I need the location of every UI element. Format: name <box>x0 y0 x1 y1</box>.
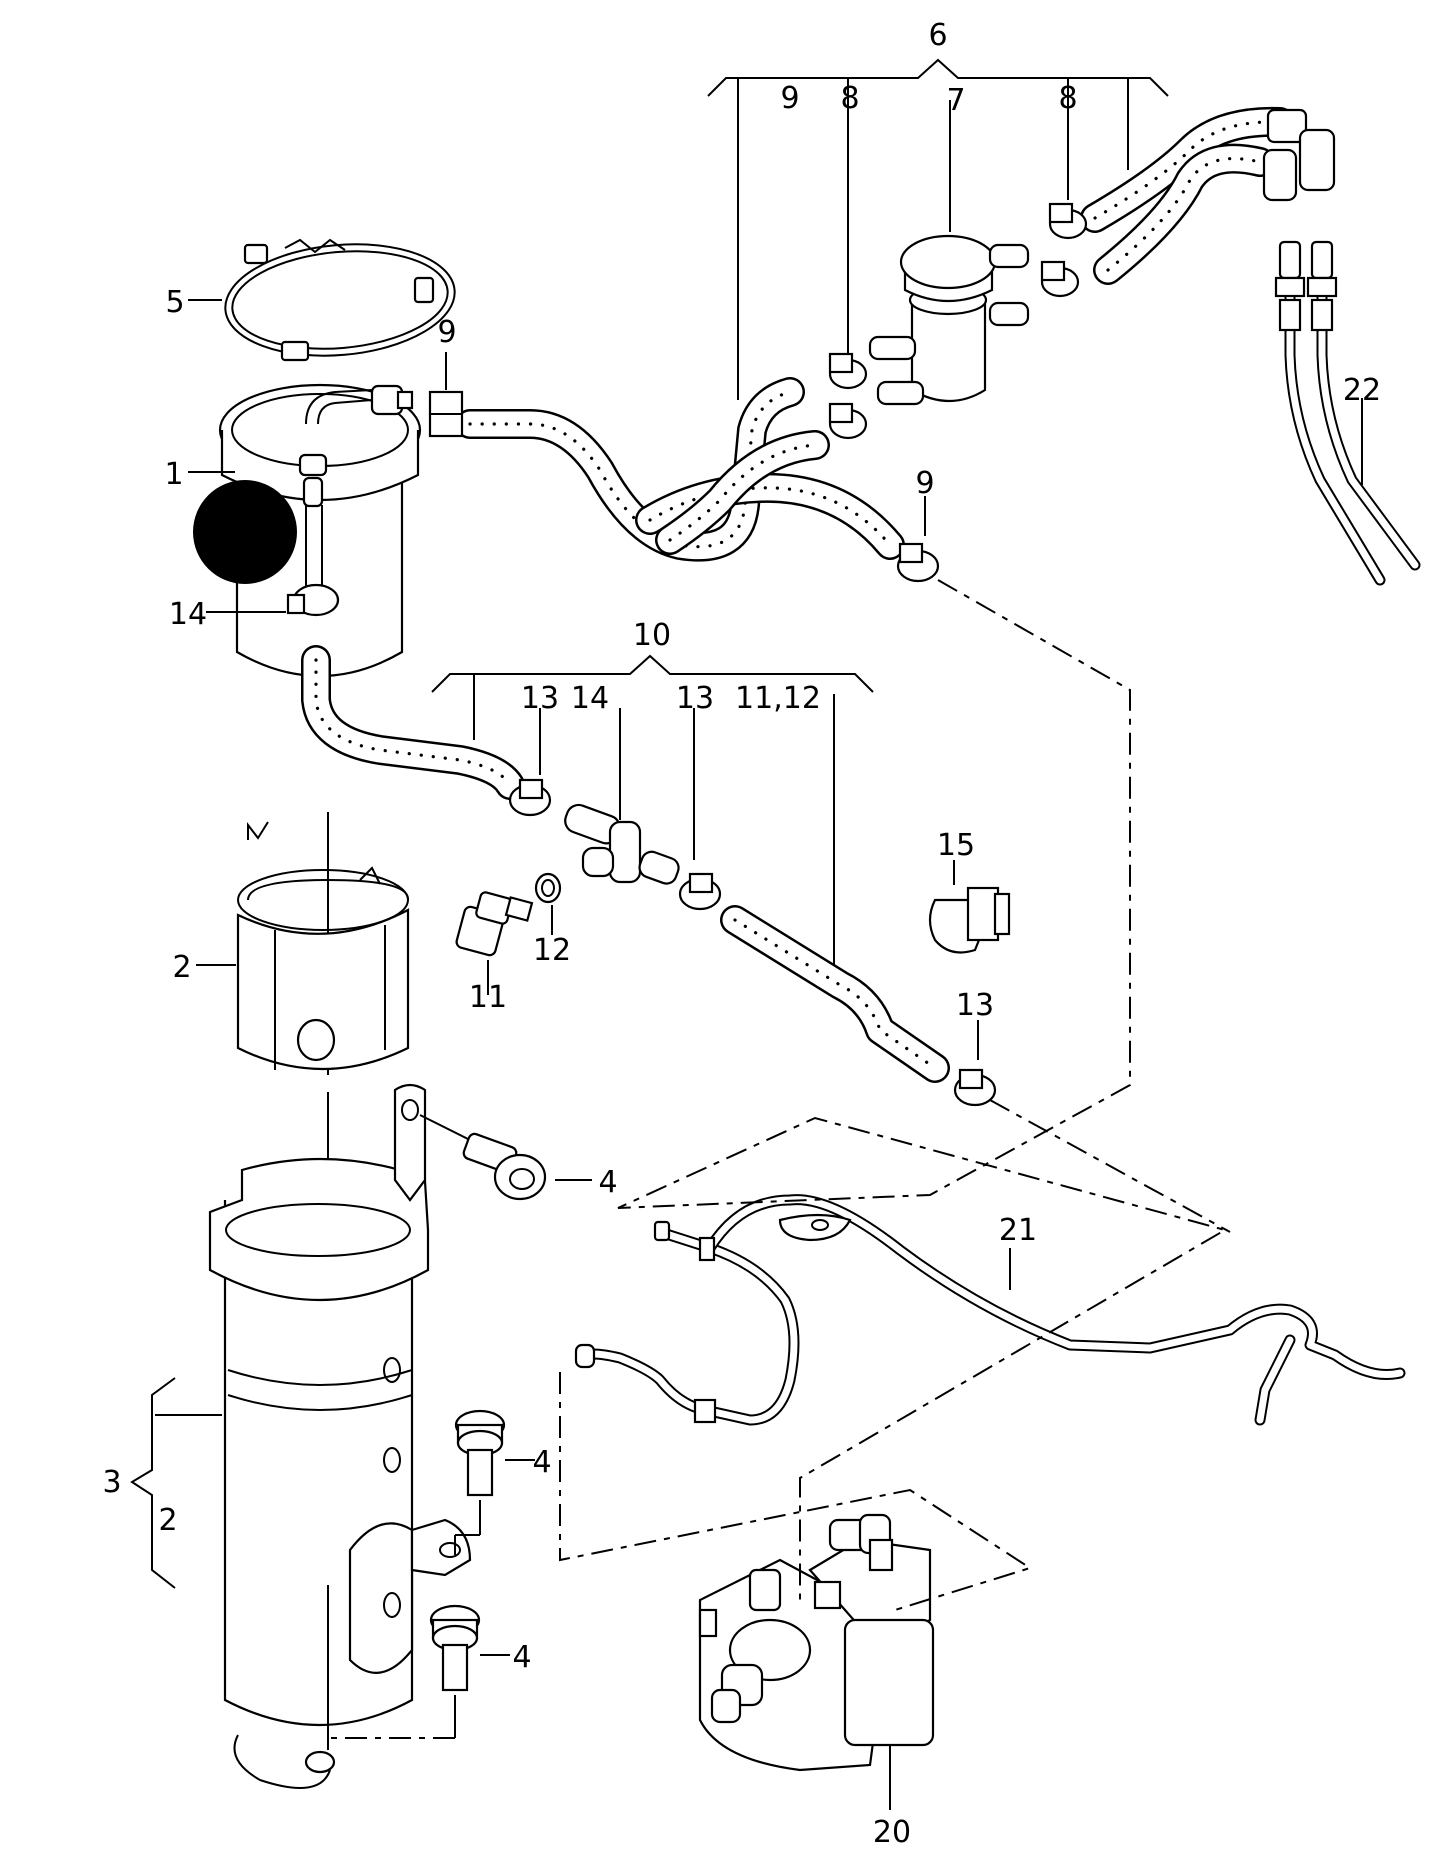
label-7: 7 <box>946 83 965 118</box>
clip-13-c <box>953 1020 997 1107</box>
label-9-right: 9 <box>915 466 934 501</box>
callout-labels: 6 9 8 7 8 5 9 22 1 9 14 10 13 14 13 11,1… <box>102 18 1381 1850</box>
clip-14 <box>206 583 340 617</box>
label-3: 3 <box>102 1465 121 1500</box>
upper-hoses <box>455 106 1336 562</box>
label-11-12-top: 11,12 <box>735 681 821 716</box>
label-11: 11 <box>469 980 507 1015</box>
label-4-bottom: 4 <box>512 1640 531 1675</box>
label-22: 22 <box>1343 373 1381 408</box>
clip-9-right <box>896 496 940 583</box>
label-5: 5 <box>165 285 184 320</box>
t-piece-14 <box>564 803 680 885</box>
group-bracket-6 <box>707 58 1169 400</box>
label-13-b: 13 <box>676 681 714 716</box>
part-15-holder <box>928 860 1011 954</box>
part-20-pump <box>698 1513 935 1810</box>
label-8-right: 8 <box>1058 81 1077 116</box>
label-12: 12 <box>533 933 571 968</box>
part-4-screw-b <box>454 1409 535 1555</box>
label-6: 6 <box>928 18 947 53</box>
lower-hoses <box>301 645 950 1083</box>
label-20: 20 <box>873 1815 911 1850</box>
part-1-fuel-filter <box>188 383 422 678</box>
label-14-left: 14 <box>169 597 207 632</box>
label-2-bottom: 2 <box>158 1503 177 1538</box>
group-bracket-10 <box>431 654 874 990</box>
label-2-top: 2 <box>172 950 191 985</box>
clip-13-b <box>678 872 722 911</box>
part-21-fuel-lines <box>574 1194 1406 1426</box>
label-4-mid: 4 <box>532 1445 551 1480</box>
label-21: 21 <box>999 1213 1037 1248</box>
part-12-seal <box>534 872 562 935</box>
label-10: 10 <box>633 618 671 653</box>
part-11-sensor <box>455 891 534 995</box>
part-3-housing <box>130 1092 472 1789</box>
label-13-a: 13 <box>521 681 559 716</box>
clips-8 <box>828 202 1088 440</box>
clip-13-a <box>508 778 552 817</box>
label-1: 1 <box>164 457 183 492</box>
connection-lines <box>559 579 1231 1611</box>
part-7-valve <box>868 234 1030 406</box>
label-14-mid: 14 <box>571 681 609 716</box>
label-9-top: 9 <box>780 81 799 116</box>
label-8-left: 8 <box>840 81 859 116</box>
label-15: 15 <box>937 828 975 863</box>
part-5-retaining-ring <box>188 238 456 362</box>
label-9-left: 9 <box>437 315 456 350</box>
label-13-c: 13 <box>956 988 994 1023</box>
part-4-screw-c <box>328 1604 510 1739</box>
clip-9-left <box>428 352 464 438</box>
part-4-bracket-screw-a <box>393 1083 592 1202</box>
part-2-sleeve <box>196 812 410 1075</box>
part-22-fuel-lines <box>1274 240 1421 586</box>
label-4-top: 4 <box>598 1165 617 1200</box>
